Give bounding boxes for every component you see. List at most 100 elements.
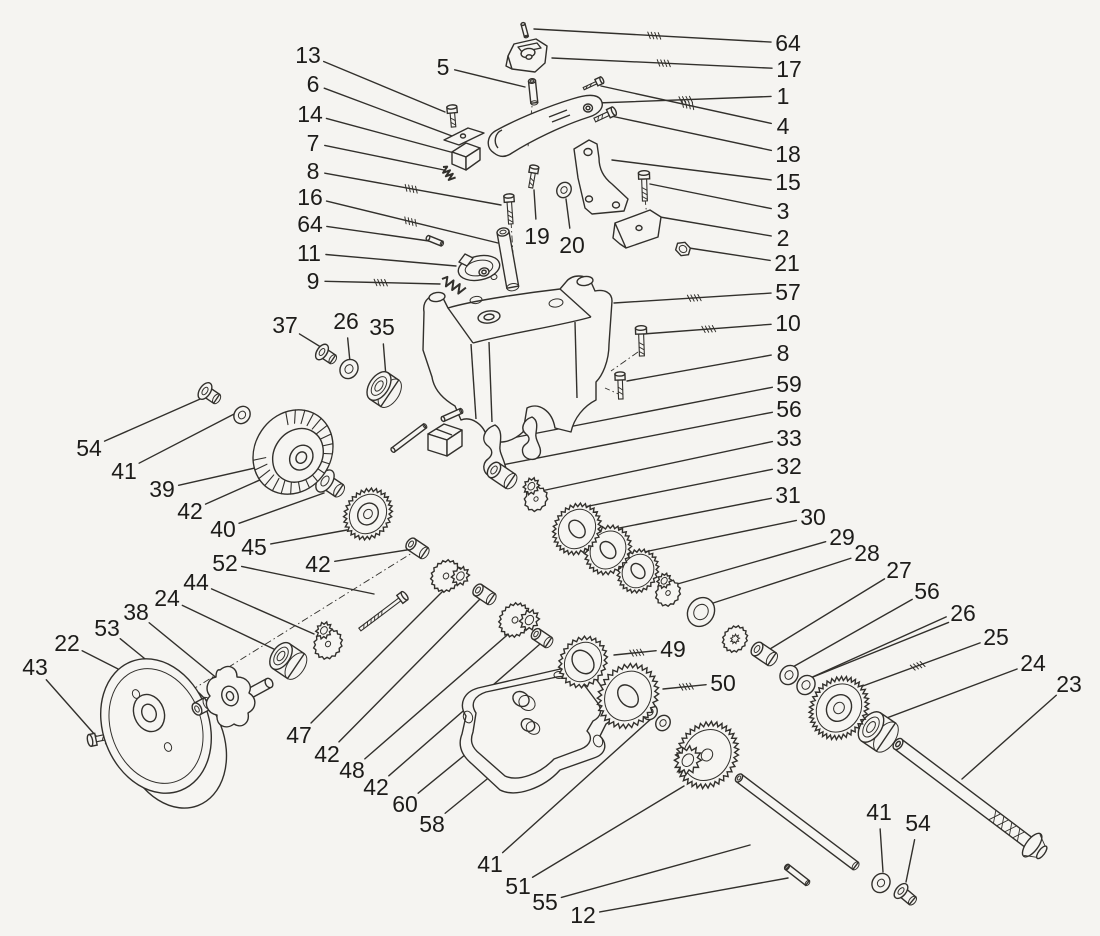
leader-15-17 — [611, 159, 772, 181]
callout-15: 15 — [775, 169, 801, 195]
callout-8: 8 — [777, 340, 790, 366]
callout-50: 50 — [710, 670, 736, 696]
part-gear-51 — [672, 719, 741, 791]
callout-33: 33 — [776, 425, 802, 451]
part-washer-41a — [233, 405, 251, 425]
callout-52: 52 — [212, 550, 238, 576]
leader-50-66 — [662, 682, 707, 691]
callout-48: 48 — [339, 757, 365, 783]
callout-51: 51 — [505, 873, 531, 899]
part-bearing-24-right — [857, 711, 899, 753]
callout-40: 40 — [210, 516, 236, 542]
callout-25: 25 — [983, 624, 1009, 650]
part-shift-rod-5 — [527, 77, 539, 106]
part-roller-42b — [405, 537, 430, 560]
leader-42-56 — [338, 598, 481, 743]
leader-31-28 — [613, 497, 773, 530]
part-washer-26-right — [796, 674, 816, 696]
callout-28: 28 — [854, 540, 880, 566]
callout-7: 7 — [307, 130, 320, 156]
leader-16-5 — [325, 200, 499, 244]
part-pinion-gear — [721, 624, 749, 654]
part-washer-56-right — [779, 664, 799, 686]
part-key-36 — [440, 407, 464, 423]
leader-44-49 — [210, 588, 315, 635]
callout-54: 54 — [905, 810, 931, 836]
callout-37: 37 — [272, 312, 298, 338]
leader-lines — [45, 28, 1057, 913]
callout-17: 17 — [776, 56, 802, 82]
leader-32-27 — [583, 468, 774, 508]
part-bolt-10 — [634, 324, 648, 357]
leader-20-11 — [565, 198, 571, 229]
part-shift-rod-36 — [390, 422, 428, 453]
part-lower-housing-58 — [459, 667, 616, 794]
leader-8-4 — [324, 172, 502, 206]
callout-64: 64 — [297, 211, 323, 237]
part-bolt-52 — [358, 590, 409, 632]
part-bevel-gear-39 — [252, 409, 334, 495]
leader-24-36 — [883, 668, 1018, 720]
callout-18: 18 — [775, 141, 801, 167]
callout-60: 60 — [392, 791, 418, 817]
callout-43: 43 — [22, 654, 48, 680]
part-spacer-27 — [750, 641, 779, 667]
part-screw-4 — [582, 76, 605, 91]
callout-55: 55 — [532, 889, 558, 915]
callout-22: 22 — [54, 630, 80, 656]
callout-26: 26 — [333, 308, 359, 334]
callout-41: 41 — [477, 851, 503, 877]
part-bracket-15 — [573, 139, 629, 215]
callout-56: 56 — [914, 578, 940, 604]
callout-42: 42 — [177, 498, 203, 524]
callout-3: 3 — [777, 198, 790, 224]
part-bushing-37 — [314, 343, 338, 365]
part-cluster-47 — [429, 558, 471, 594]
leader-8-23 — [626, 354, 772, 382]
part-plate-6 — [443, 127, 485, 146]
callout-10: 10 — [775, 310, 801, 336]
leader-14-2 — [325, 117, 459, 155]
part-detent-cam-11 — [457, 253, 501, 282]
leader-28-31 — [706, 557, 852, 606]
leader-11-7 — [325, 253, 457, 267]
leader-45-46 — [270, 529, 348, 545]
callout-54: 54 — [76, 435, 102, 461]
leader-27-32 — [769, 578, 886, 650]
leader-41-67 — [879, 828, 884, 873]
callout-24: 24 — [154, 585, 180, 611]
callout-27: 27 — [886, 557, 912, 583]
callout-32: 32 — [776, 453, 802, 479]
leader-19-10 — [533, 189, 537, 220]
part-cluster-48 — [497, 601, 541, 639]
leader-29-30 — [673, 540, 827, 586]
part-pin-64-top — [520, 21, 530, 39]
part-bushing-54a — [197, 382, 222, 405]
leader-26-34 — [807, 616, 950, 680]
callout-58: 58 — [419, 811, 445, 837]
callout-47: 47 — [286, 722, 312, 748]
callout-19: 19 — [524, 223, 550, 249]
leader-12-64 — [599, 877, 789, 913]
part-upper-housing-57 — [422, 275, 613, 443]
part-bolt-8-upper — [503, 193, 516, 225]
part-clutch-33 — [521, 476, 549, 513]
callout-38: 38 — [123, 599, 149, 625]
part-block-14 — [451, 142, 481, 171]
leader-6-1 — [323, 87, 453, 137]
leader-9-8 — [324, 278, 441, 287]
callout-53: 53 — [94, 615, 120, 641]
part-roller-42d — [530, 627, 554, 649]
callout-4: 4 — [777, 113, 790, 139]
leader-21-20 — [688, 247, 771, 262]
part-bearing-35 — [366, 370, 402, 408]
part-pin-12 — [783, 863, 811, 887]
part-bushing-54b — [893, 882, 917, 906]
leader-40-45 — [238, 492, 325, 524]
part-gear-25 — [807, 674, 871, 742]
callout-64: 64 — [775, 30, 801, 56]
callout-6: 6 — [307, 71, 320, 97]
leader-48-57 — [364, 629, 514, 760]
callout-11: 11 — [297, 240, 321, 266]
